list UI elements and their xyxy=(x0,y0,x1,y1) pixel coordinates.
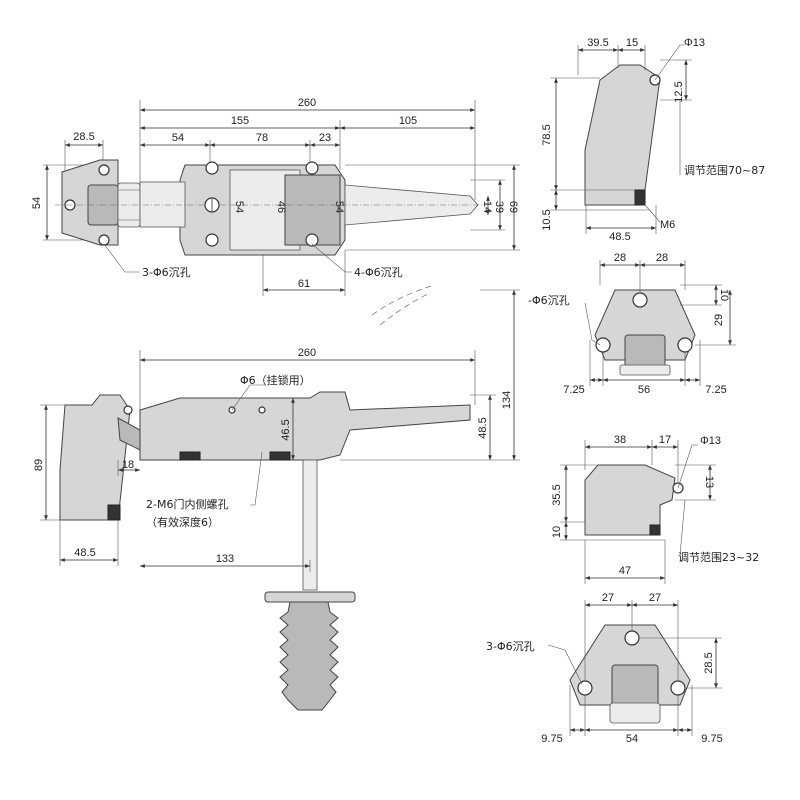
dim-155: 155 xyxy=(231,115,249,127)
dim-phi13-keeper: Φ13 xyxy=(700,435,721,447)
dim-48-5-bracket: 48.5 xyxy=(609,231,630,243)
note-padlock: Φ6（挂锁用） xyxy=(240,373,311,387)
side-view: 260 46.5 48.5 134 89 18 48.5 133 Φ6（挂锁用）… xyxy=(33,289,520,711)
dim-15: 15 xyxy=(626,37,638,49)
note-adjust-23-32: 调节范围23~32 xyxy=(678,550,759,564)
dim-29: 29 xyxy=(713,314,725,326)
dim-105: 105 xyxy=(399,115,417,127)
dim-133: 133 xyxy=(216,553,234,565)
dim-56: 56 xyxy=(638,384,650,396)
dim-14: 14 xyxy=(481,201,493,213)
dim-9-75-right: 9.75 xyxy=(701,733,722,745)
dim-7-25-right: 7.25 xyxy=(705,384,726,396)
dim-47: 47 xyxy=(619,565,631,577)
dim-46: 46 xyxy=(275,201,287,213)
dim-28-5-keeper: 28.5 xyxy=(703,652,715,673)
top-view: 260 155 105 54 78 23 28.5 54 54 46 54 14… xyxy=(31,97,520,296)
dim-35-5: 35.5 xyxy=(551,484,563,505)
keeper-side-view: 38 17 Φ13 13 35.5 10 47 调节范围23~32 xyxy=(551,434,759,584)
dim-89: 89 xyxy=(33,459,45,471)
bracket-front-view: 28 28 10 29 7.25 56 7.25 -Φ6沉孔 xyxy=(528,252,736,396)
dim-27-a: 27 xyxy=(602,592,614,604)
dim-46-5: 46.5 xyxy=(280,419,292,440)
keeper-front-view: 27 27 28.5 9.75 54 9.75 3-Φ6沉孔 xyxy=(486,592,723,745)
dim-28-a: 28 xyxy=(614,252,626,264)
note-phi6-holes: -Φ6沉孔 xyxy=(528,294,570,307)
dim-13: 13 xyxy=(703,476,715,488)
dim-78-5: 78.5 xyxy=(541,124,553,145)
dim-134: 134 xyxy=(501,391,513,409)
dim-54-top: 54 xyxy=(172,132,184,144)
note-3-holes-keeper: 3-Φ6沉孔 xyxy=(486,640,535,653)
dim-69: 69 xyxy=(507,201,519,213)
dim-28-5: 28.5 xyxy=(73,131,94,143)
dim-54-left: 54 xyxy=(31,197,43,209)
note-4-holes: 4-Φ6沉孔 xyxy=(354,266,403,279)
dim-54-mid: 54 xyxy=(233,201,245,213)
bracket-side-view: 39.5 15 Φ13 12.5 78.5 10.5 48.5 M6 调节范围7… xyxy=(541,37,765,243)
dim-61: 61 xyxy=(298,278,310,290)
dim-10: 10 xyxy=(718,289,730,301)
dim-27-b: 27 xyxy=(649,592,661,604)
dim-28-b: 28 xyxy=(656,252,668,264)
dim-phi13-top: Φ13 xyxy=(684,37,705,49)
dim-7-25-left: 7.25 xyxy=(563,384,584,396)
dim-23: 23 xyxy=(319,132,331,144)
dim-54-keeper: 54 xyxy=(626,733,638,745)
dim-12-5: 12.5 xyxy=(673,81,685,102)
dim-54-right: 54 xyxy=(333,201,345,213)
dim-18: 18 xyxy=(122,459,134,471)
dim-48-5-base: 48.5 xyxy=(74,547,95,559)
dim-39-5: 39.5 xyxy=(587,37,608,49)
label-m6: M6 xyxy=(660,219,675,231)
dim-39: 39 xyxy=(493,201,505,213)
dim-38: 38 xyxy=(614,434,626,446)
dim-10-5: 10.5 xyxy=(541,209,553,230)
dim-48-5-side: 48.5 xyxy=(477,417,489,438)
dim-260-top: 260 xyxy=(298,97,316,109)
note-depth: （有效深度6） xyxy=(146,515,219,529)
dim-78: 78 xyxy=(256,132,268,144)
note-m6-screw: 2-M6门内侧螺孔 xyxy=(146,497,228,511)
note-adjust-70-87: 调节范围70~87 xyxy=(684,163,765,177)
dim-10-keeper: 10 xyxy=(551,526,563,538)
note-3-holes: 3-Φ6沉孔 xyxy=(142,266,191,279)
dim-17: 17 xyxy=(659,434,671,446)
dim-260-side: 260 xyxy=(298,347,316,359)
dim-9-75-left: 9.75 xyxy=(541,733,562,745)
